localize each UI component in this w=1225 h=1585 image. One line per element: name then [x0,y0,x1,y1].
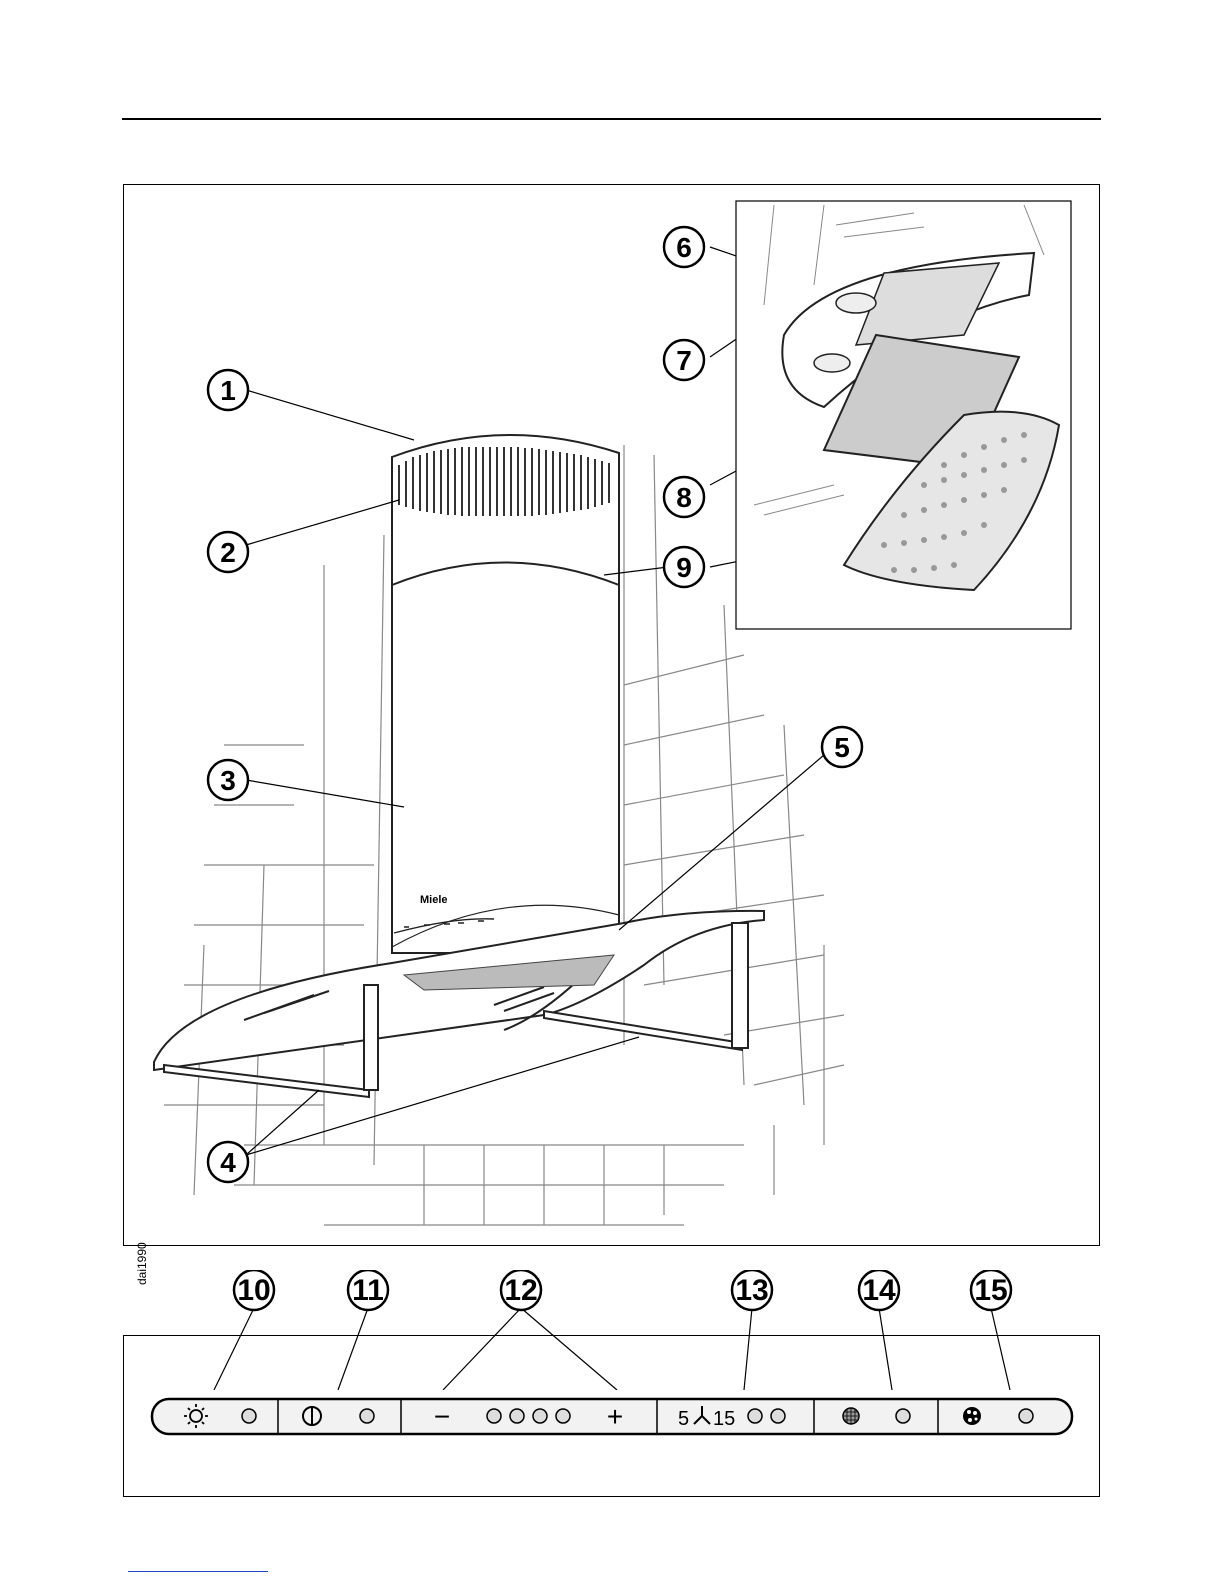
charcoal-filter-icon [963,1407,981,1425]
timer-right-label: 15 [713,1408,735,1430]
label-11: 11 [352,1274,384,1307]
label-15: 15 [974,1274,1007,1307]
label-4: 4 [220,1147,236,1178]
label-2: 2 [220,537,236,568]
hood-chimney [392,435,619,953]
timer-indicator-1 [748,1409,762,1423]
label-7: 7 [676,345,692,376]
fan-plus-button[interactable]: + [607,1401,623,1432]
label-13: 13 [735,1274,768,1307]
label-8: 8 [676,482,692,513]
label-9: 9 [676,552,692,583]
charcoal-filter-indicator [1019,1409,1033,1423]
label-14: 14 [862,1274,896,1307]
top-rule [122,118,1101,120]
lamp-bottom-icon [814,354,850,372]
power-indicator [360,1409,374,1423]
light-indicator [242,1409,256,1423]
fan-minus-button[interactable]: − [434,1401,450,1432]
filter-inset [736,201,1071,629]
label-10: 10 [237,1274,270,1307]
footer-link-underline [128,1571,268,1572]
label-3: 3 [220,765,236,796]
label-6: 6 [676,232,692,263]
timer-left-label: 5 [678,1408,689,1430]
control-panel-frame: − + 5 15 [123,1335,1100,1497]
label-5: 5 [834,732,850,763]
grease-filter-icon [843,1408,859,1424]
timer-indicator-2 [771,1409,785,1423]
lamp-top-icon [836,293,876,313]
hood-illustration-frame: Miele [123,184,1100,1246]
grease-filter-indicator [896,1409,910,1423]
control-panel: − + 5 15 [124,1336,1101,1498]
hood-illustration: Miele [124,185,1101,1247]
label-1: 1 [220,375,236,406]
brand-logo: Miele [420,894,448,906]
label-12: 12 [504,1274,537,1307]
